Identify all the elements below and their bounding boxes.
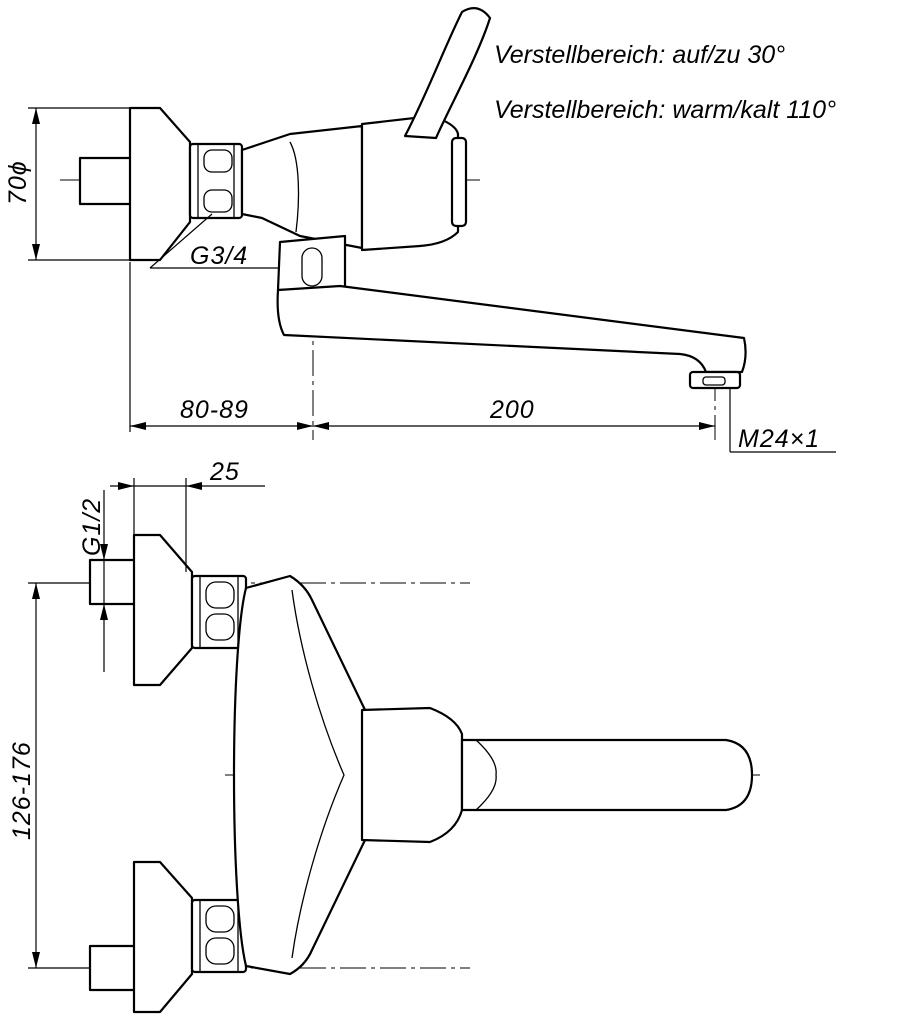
dim-arrow — [699, 422, 715, 430]
top-view-upper-rosette — [132, 533, 194, 687]
top-view-body-contour — [291, 589, 345, 959]
dim-connection-thread-label: G1/2 — [78, 498, 106, 556]
side-view-collar-slot — [301, 247, 323, 287]
top-view-upper-pipe — [88, 558, 138, 606]
side-view-aerator — [688, 370, 742, 390]
dim-arrow — [32, 108, 40, 124]
side-view-rosette — [128, 106, 192, 262]
top-view: 25 G1/2 126-176 — [8, 458, 760, 1014]
top-view-nut-hex — [205, 937, 235, 965]
dim-thread-inlet-label: G3/4 — [190, 242, 248, 270]
dim-spout-reach-label: 200 — [489, 396, 535, 424]
side-view-valve-body — [240, 124, 364, 250]
dim-arrow — [118, 482, 134, 490]
dim-arrow — [32, 244, 40, 260]
dim-arrow — [186, 482, 202, 490]
side-view-body-contour — [289, 141, 300, 233]
dim-arrow — [32, 952, 40, 968]
dim-arrow — [297, 422, 313, 430]
dim-thread-leader — [149, 213, 213, 269]
top-view-lower-rosette — [132, 860, 194, 1014]
side-view-nut-hex — [203, 189, 233, 213]
top-view-cartridge — [360, 706, 464, 844]
side-view-spout — [276, 284, 747, 374]
dim-eccentric-length-label: 25 — [209, 458, 240, 486]
side-view-aerator-slot — [702, 376, 726, 386]
top-view-nut-hex — [205, 905, 235, 933]
dim-arrow — [32, 583, 40, 599]
dim-center-distance-label: 126-176 — [8, 741, 36, 840]
dim-arrow — [130, 422, 146, 430]
top-view-nut-hex — [205, 613, 235, 641]
top-view-spout — [460, 738, 754, 812]
side-view-wall-pipe — [78, 156, 136, 206]
side-view-spout-collar — [276, 234, 347, 292]
side-view-cap — [450, 136, 468, 228]
dim-arrow — [313, 422, 329, 430]
dim-diameter-label: 70ϕ — [4, 160, 32, 205]
dim-aerator-thread-label: M24×1 — [738, 425, 820, 453]
top-view-nut-hex — [205, 581, 235, 609]
side-view-lever — [403, 7, 492, 140]
note-range-warm-cold: Verstellbereich: warm/kalt 110° — [494, 96, 836, 124]
note-range-open-close: Verstellbereich: auf/zu 30° — [494, 41, 785, 69]
dim-arrow — [100, 544, 108, 560]
dim-wall-distance-label: 80-89 — [180, 396, 249, 424]
top-view-lower-pipe — [88, 944, 138, 992]
side-view: 70ϕ G3/4 80-89 200 M24×1 — [4, 7, 836, 453]
dim-arrow — [100, 604, 108, 620]
side-view-nut-hex — [203, 149, 233, 173]
top-view-spout-joint — [475, 739, 497, 811]
top-view-eccentric-body — [232, 574, 368, 976]
